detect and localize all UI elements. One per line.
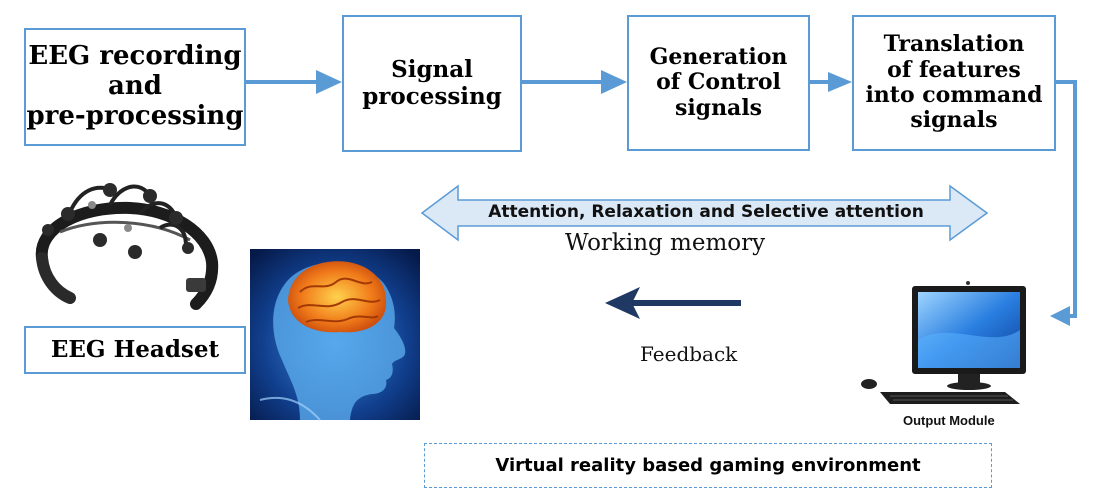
- eeg-headset-icon: [35, 183, 219, 310]
- flow-arrow-to-output: [1050, 80, 1077, 326]
- signal-processing-label: Signal processing: [362, 56, 502, 110]
- computer-icon: [861, 281, 1026, 404]
- eeg-recording-box: EEG recording and pre-processing: [24, 28, 246, 146]
- signal-processing-box: Signal processing: [342, 15, 522, 152]
- generation-box: Generation of Control signals: [627, 15, 810, 151]
- flow-arrow-1: [246, 70, 342, 94]
- eeg-recording-label: EEG recording and pre-processing: [26, 41, 244, 131]
- eeg-headset-label: EEG Headset: [50, 335, 220, 363]
- environment-label: Virtual reality based gaming environment: [495, 455, 921, 476]
- translation-label: Translation of features into command sig…: [865, 31, 1043, 134]
- double-arrow-label: Attention, Relaxation and Selective atte…: [488, 202, 924, 222]
- flow-arrow-2: [522, 70, 627, 94]
- output-module-label: Output Module: [903, 413, 995, 428]
- flow-arrow-3: [810, 72, 852, 92]
- double-arrow: [420, 184, 989, 242]
- translation-box: Translation of features into command sig…: [852, 15, 1056, 151]
- brain-head-icon: [250, 249, 420, 421]
- feedback-label: Feedback: [640, 342, 738, 366]
- environment-box: Virtual reality based gaming environment: [424, 443, 992, 488]
- generation-label: Generation of Control signals: [649, 44, 788, 121]
- feedback-arrow: [605, 287, 741, 319]
- eeg-headset-box: EEG Headset: [24, 326, 246, 374]
- working-memory-label: Working memory: [565, 230, 766, 256]
